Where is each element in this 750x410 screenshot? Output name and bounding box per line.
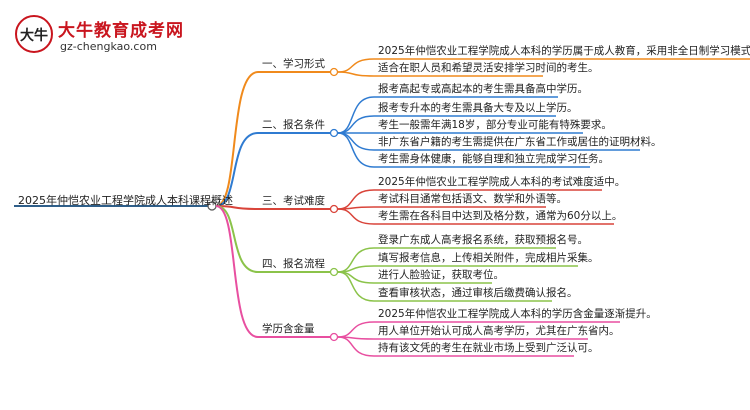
branch-joint (329, 267, 339, 277)
leaf-node: 2025年仲恺农业工程学院成人本科的学历含金量逐渐提升。 (378, 308, 657, 320)
leaf-connector (337, 58, 375, 73)
branch-connector (215, 205, 259, 273)
leaf-connector (337, 96, 375, 134)
leaf-connector (337, 208, 375, 225)
leaf-node: 进行人脸验证，获取考位。 (378, 269, 504, 281)
branch-connector (215, 71, 259, 207)
branch-connector (215, 205, 259, 210)
leaf-connector (337, 336, 375, 357)
logo-mark-icon: 大牛 (15, 15, 53, 53)
site-logo[interactable]: 大牛 大牛教育成考网 gz-chengkao.com (14, 14, 204, 58)
leaf-connector (337, 115, 375, 134)
leaf-connector (337, 189, 375, 210)
branch-label: 一、学习形式 (262, 58, 325, 70)
leaf-connector (337, 321, 375, 338)
branch-joint (329, 128, 339, 138)
leaf-connector (337, 132, 375, 168)
leaf-connector (337, 265, 375, 273)
branch-label: 二、报名条件 (262, 119, 325, 131)
leaf-node: 适合在职人员和希望灵活安排学习时间的考生。 (378, 62, 599, 74)
leaf-node: 登录广东成人高考报名系统，获取预报名号。 (378, 234, 588, 246)
branch-joint (329, 204, 339, 214)
branch-joint (329, 332, 339, 342)
leaf-node: 非广东省户籍的考生需提供在广东省工作或居住的证明材料。 (378, 136, 662, 148)
branch-joint (329, 67, 339, 77)
leaf-node: 用人单位开始认可成人高考学历，尤其在广东省内。 (378, 325, 620, 337)
branch-label: 四、报名流程 (262, 258, 325, 270)
leaf-node: 考生需在各科目中达到及格分数，通常为60分以上。 (378, 210, 623, 222)
branch-connector (215, 205, 259, 338)
branch-connector (215, 132, 259, 207)
leaf-node: 填写报考信息，上传相关附件，完成相片采集。 (378, 252, 599, 264)
logo-title: 大牛教育成考网 (58, 21, 184, 41)
leaf-node: 查看审核状态，通过审核后缴费确认报名。 (378, 287, 578, 299)
leaf-node: 2025年仲恺农业工程学院成人本科的考试难度适中。 (378, 176, 626, 188)
leaf-connector (337, 71, 375, 77)
leaf-connector (337, 271, 375, 302)
svg-text:大牛: 大牛 (20, 27, 48, 44)
root-node: 2025年仲恺农业工程学院成人本科课程概述 (18, 194, 233, 207)
branch-label: 学历含金量 (262, 323, 315, 335)
leaf-connector (337, 132, 375, 151)
leaf-node: 考试科目通常包括语文、数学和外语等。 (378, 193, 567, 205)
leaf-node: 报考高起专或高起本的考生需具备高中学历。 (378, 83, 588, 95)
logo-url: gz-chengkao.com (60, 40, 157, 53)
leaf-node: 2025年仲恺农业工程学院成人本科的学历属于成人教育，采用非全日制学习模式。 (378, 45, 750, 57)
leaf-node: 持有该文凭的考生在就业市场上受到广泛认可。 (378, 342, 599, 354)
leaf-node: 考生需身体健康，能够自理和独立完成学习任务。 (378, 153, 609, 165)
branch-label: 三、考试难度 (262, 195, 325, 207)
leaf-node: 考生一般需年满18岁，部分专业可能有特殊要求。 (378, 119, 612, 131)
leaf-node: 报考专升本的考生需具备大专及以上学历。 (378, 102, 578, 114)
